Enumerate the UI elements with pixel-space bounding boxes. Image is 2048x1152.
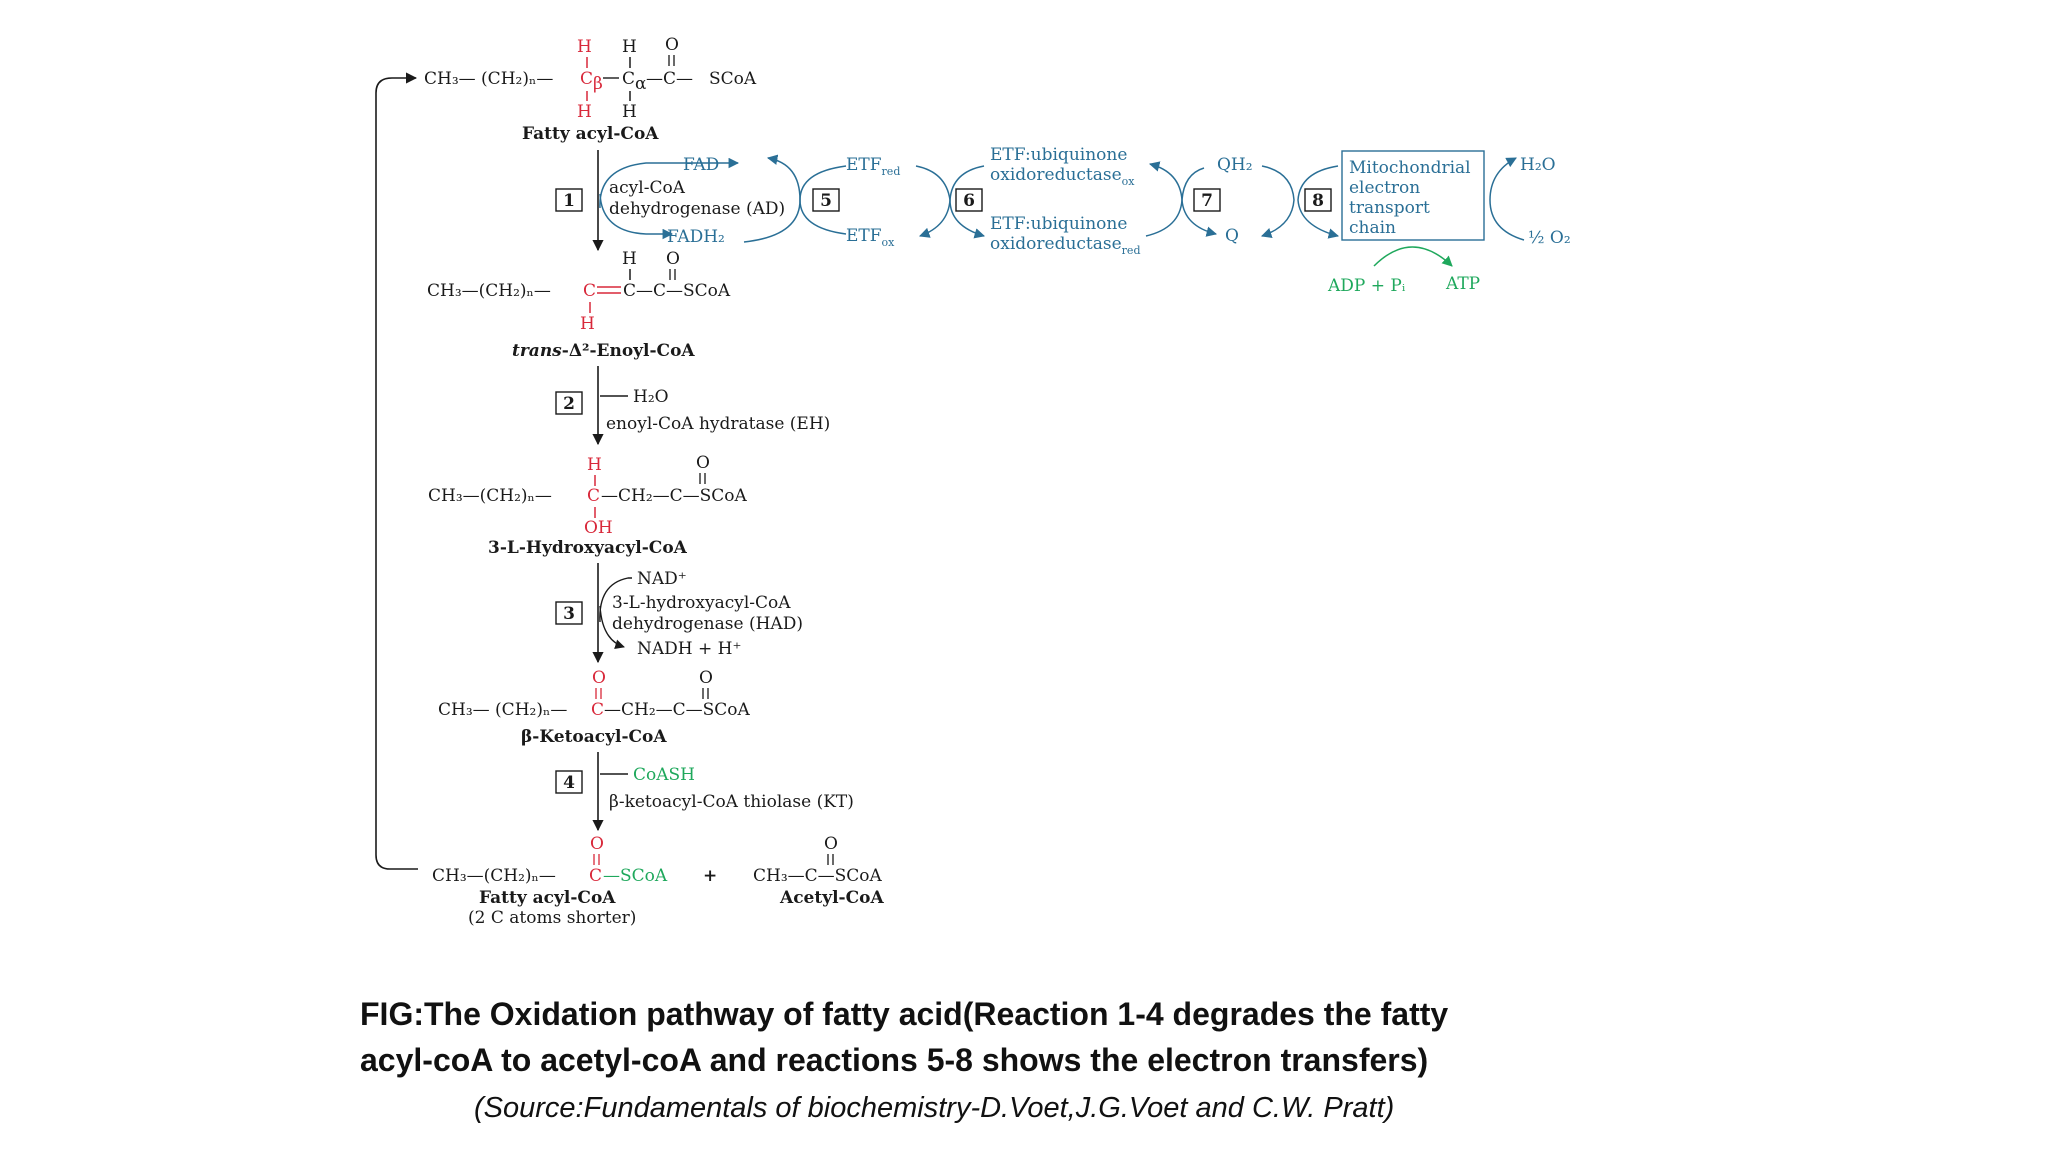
alpha-h-top: H [622,37,637,57]
enoyl-h-top: H [622,249,637,269]
scoa: SCoA [709,69,757,89]
hydroxyacyl-coa-name: 3-L-Hydroxyacyl-CoA [488,538,688,558]
carbonyl-c: —C— [646,69,693,89]
enoyl-coa-name: trans-Δ²-Enoyl-CoA [512,341,695,361]
etc-line4: chain [1349,218,1396,238]
step-5-number: 5 [820,191,832,211]
caption-source: (Source:Fundamentals of biochemistry-D.V… [474,1092,1395,1124]
step-2-enzyme: enoyl-CoA hydratase (EH) [606,414,830,434]
caption-line-2: acyl-coA to acetyl-coA and reactions 5-8… [360,1042,1429,1078]
half-o2: ½ O₂ [1528,228,1571,248]
etc-line1: Mitochondrial [1349,158,1471,178]
etc-line2: electron [1349,178,1420,198]
had-line1: 3-L-hydroxyacyl-CoA [612,593,791,613]
step-2: 2 H₂O enoyl-CoA hydratase (EH) [555,366,830,446]
plus-sign: + [703,866,717,886]
product-o-red: O [590,834,604,854]
acyl-coa-dh-line2: dehydrogenase (AD) [609,199,785,219]
step-6-number: 6 [963,191,975,211]
step-1-number: 1 [563,191,575,211]
hydroxy-right: —CH₂—C—SCoA [601,486,748,506]
enoyl-o: O [666,249,680,269]
hydroxy-left: CH₃—(CH₂)ₙ— [428,486,552,506]
acetyl-coa-name: Acetyl-CoA [779,888,884,908]
keto-o: O [699,668,713,688]
enoyl-left: CH₃—(CH₂)ₙ— [427,281,551,301]
fad: FAD [683,155,719,175]
hydroxy-o: O [696,453,710,473]
step-4: 4 CoASH β-ketoacyl-CoA thiolase (KT) [555,752,854,832]
step-3-number: 3 [563,604,575,624]
fatty-acyl-coa-name: Fatty acyl-CoA [522,124,659,144]
ketoacyl-coa-name: β-Ketoacyl-CoA [521,727,667,747]
acyl-coa-dh-line1: acyl-CoA [609,178,686,198]
enoyl-coa: H O CH₃—(CH₂)ₙ— C C—C—SCoA H trans-Δ²-En… [427,249,731,361]
c-beta: C [580,69,593,89]
etc-line3: transport [1349,198,1430,218]
keto-c-red: C [591,700,604,720]
keto-o-red: O [592,668,606,688]
etf-uq-red-line1: ETF:ubiquinone [990,214,1127,234]
acetyl-o: O [824,834,838,854]
recycle-arrow [375,72,418,870]
step-2-number: 2 [563,394,575,414]
product-scoa: —SCoA [603,866,668,886]
nadh: NADH + H⁺ [637,639,741,659]
step-8-number: 8 [1312,191,1324,211]
c-beta-sub: β [593,74,603,94]
etf-uq-ox-line1: ETF:ubiquinone [990,145,1127,165]
products: O O CH₃—(CH₂)ₙ— C —SCoA + CH₃—C—SCoA Fat… [432,834,884,928]
hydroxyacyl-coa: H O CH₃—(CH₂)ₙ— C —CH₂—C—SCoA OH 3-L-Hyd… [428,453,748,558]
step-4-number: 4 [563,773,575,793]
caption-line-1: FIG:The Oxidation pathway of fatty acid(… [360,996,1449,1032]
step-4-enzyme: β-ketoacyl-CoA thiolase (KT) [609,792,854,812]
fatty-acyl-coa-product-name: Fatty acyl-CoA [479,888,616,908]
keto-right: —CH₂—C—SCoA [604,700,751,720]
fatty-acyl-coa: H H O CH₃— (CH₂)ₙ— C β C α —C— SCoA H H … [424,35,757,144]
two-c-shorter: (2 C atoms shorter) [468,908,636,928]
hydroxy-oh: OH [584,518,613,538]
qh2: QH₂ [1217,155,1253,175]
nad: NAD⁺ [637,569,687,589]
electron-transfer-chain: 5 ETFred ETFox 6 ETF:ubiquinone oxidored… [799,145,1571,296]
beta-h-bottom: H [577,102,592,122]
step-2-reagent: H₂O [633,387,669,407]
enoyl-right: C—C—SCoA [623,281,731,301]
alpha-h-bottom: H [622,102,637,122]
hydroxy-h: H [587,455,602,475]
enoyl-h-bottom: H [580,314,595,334]
coash: CoASH [633,765,695,785]
ketoacyl-coa: O O CH₃— (CH₂)ₙ— C —CH₂—C—SCoA β-Ketoacy… [438,668,751,747]
c-alpha-sub: α [635,74,647,94]
atp: ATP [1445,274,1480,294]
q: Q [1225,226,1239,246]
etf-ox: ETFox [846,226,895,249]
etf-uq-ox-line2: oxidoreductaseox [990,165,1135,188]
beta-h-top: H [577,37,592,57]
step-1: 1 FAD FADH₂ acyl-CoA dehydrogenase (AD) [555,150,801,252]
etc-box [1341,150,1485,241]
fatty-acyl-left: CH₃— (CH₂)ₙ— [424,69,553,89]
acetyl-formula: CH₃—C—SCoA [753,866,883,886]
hydroxy-c-red: C [587,486,600,506]
keto-left: CH₃— (CH₂)ₙ— [438,700,567,720]
fadh2: FADH₂ [667,227,725,247]
enoyl-c-red: C [583,281,596,301]
etf-uq-red-line2: oxidoreductasered [990,234,1140,257]
etf-red: ETFred [846,155,900,178]
step-7-number: 7 [1201,191,1213,211]
product-left: CH₃—(CH₂)ₙ— [432,866,556,886]
product-c-red: C [589,866,602,886]
h2o-product: H₂O [1520,155,1556,175]
step-3: 3 NAD⁺ 3-L-hydroxyacyl-CoA dehydrogenase… [555,563,803,664]
adp-pi: ADP + Pᵢ [1327,276,1406,296]
had-line2: dehydrogenase (HAD) [612,614,803,634]
carbonyl-o: O [665,35,679,55]
c-alpha: C [622,69,635,89]
